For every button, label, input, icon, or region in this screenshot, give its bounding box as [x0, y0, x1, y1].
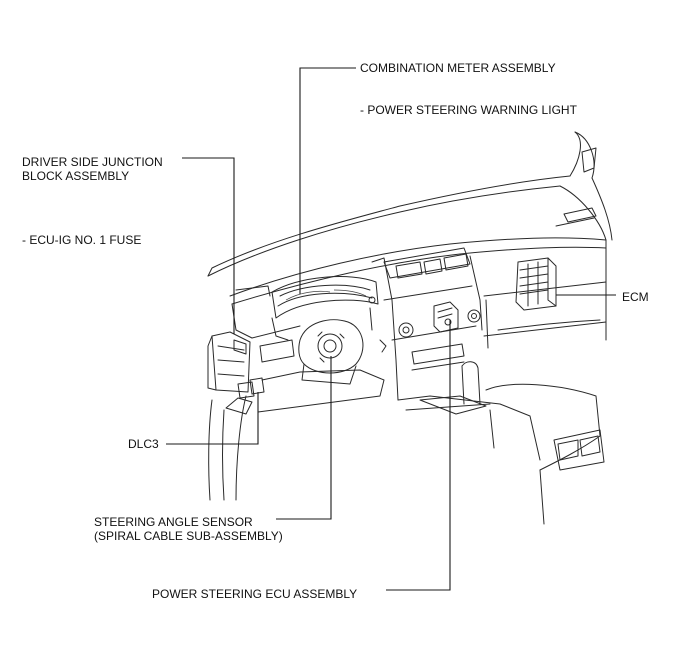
dashboard-lower [208, 239, 607, 501]
leader-lines [166, 67, 616, 591]
combination-meter-label: COMBINATION METER ASSEMBLY [360, 61, 556, 75]
steering-sensor-shape [298, 319, 387, 385]
ecm-label: ECM [622, 290, 649, 304]
dashboard-top [229, 207, 607, 305]
center-console-upper [371, 247, 483, 401]
power-steering-warning-label: - POWER STEERING WARNING LIGHT [360, 103, 577, 117]
combination-meter-shape [271, 276, 379, 341]
power-steering-ecu-shape [433, 301, 459, 333]
driver-junction-label-line1: DRIVER SIDE JUNCTION [22, 155, 163, 169]
windshield-outline [207, 131, 613, 277]
steering-sensor-label-line2: (SPIRAL CABLE SUB-ASSEMBLY) [94, 529, 283, 543]
steering-sensor-label-line1: STEERING ANGLE SENSOR [94, 515, 253, 529]
dlc3-label: DLC3 [128, 437, 159, 451]
junction-block-shape [207, 331, 265, 415]
driver-junction-label-line2: BLOCK ASSEMBLY [22, 169, 130, 183]
ecu-ig-fuse-label: - ECU-IG NO. 1 FUSE [22, 233, 142, 247]
center-console-lower [397, 361, 605, 525]
ecm-shape [515, 257, 557, 311]
power-steering-ecu-label: POWER STEERING ECU ASSEMBLY [152, 587, 358, 601]
